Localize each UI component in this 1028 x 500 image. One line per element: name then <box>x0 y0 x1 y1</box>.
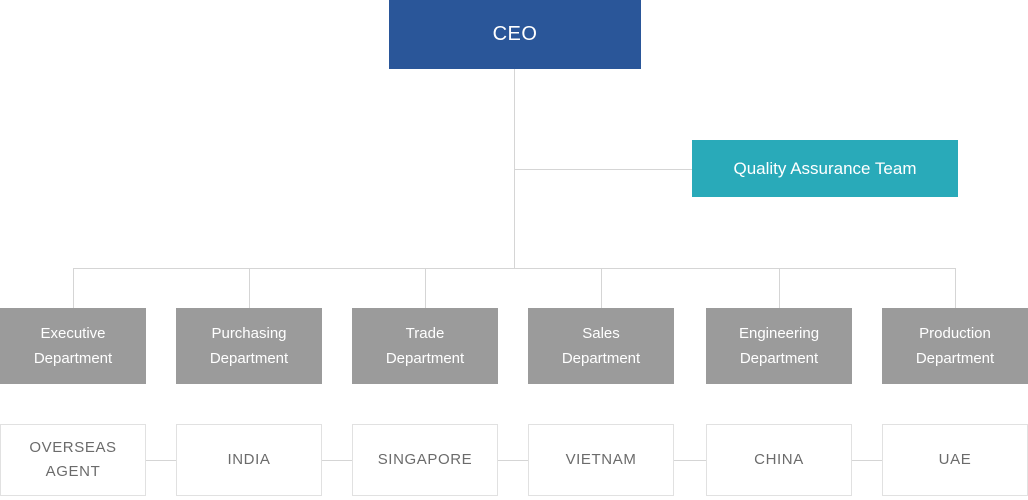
department-label: Executive Department <box>33 325 113 367</box>
region-label: INDIA <box>227 451 271 468</box>
connector-drop-executive <box>73 268 74 308</box>
connector-region-link <box>322 460 352 461</box>
region-box-singapore: SINGAPORE <box>352 424 498 496</box>
ceo-label: CEO <box>492 23 538 45</box>
region-box-china: CHINA <box>706 424 852 496</box>
qa-team-label: Quality Assurance Team <box>733 158 917 178</box>
connector-drop-purchasing <box>249 268 250 308</box>
department-box-executive: Executive Department <box>0 308 146 384</box>
region-label: VIETNAM <box>565 451 637 468</box>
department-box-engineering: Engineering Department <box>706 308 852 384</box>
connector-region-link <box>498 460 528 461</box>
connector-drop-trade <box>425 268 426 308</box>
region-box-uae: UAE <box>882 424 1028 496</box>
region-label: UAE <box>938 451 972 468</box>
connector-qa-branch <box>514 169 692 170</box>
department-label: Sales Department <box>561 325 641 367</box>
region-box-vietnam: VIETNAM <box>528 424 674 496</box>
connector-region-link <box>852 460 882 461</box>
region-label: SINGAPORE <box>377 451 473 468</box>
region-box-india: INDIA <box>176 424 322 496</box>
connector-region-link <box>674 460 706 461</box>
qa-team-box: Quality Assurance Team <box>692 140 958 197</box>
department-box-trade: Trade Department <box>352 308 498 384</box>
department-label: Purchasing Department <box>209 325 289 367</box>
region-label: CHINA <box>754 451 804 468</box>
department-box-sales: Sales Department <box>528 308 674 384</box>
region-label: OVERSEAS AGENT <box>29 439 117 480</box>
ceo-box: CEO <box>389 0 641 69</box>
department-label: Trade Department <box>385 325 465 367</box>
department-label: Production Department <box>915 325 995 367</box>
connector-drop-sales <box>601 268 602 308</box>
connector-region-link <box>146 460 176 461</box>
department-box-production: Production Department <box>882 308 1028 384</box>
department-label: Engineering Department <box>738 325 820 367</box>
connector-drop-engineering <box>779 268 780 308</box>
connector-drop-production <box>955 268 956 308</box>
region-box-overseas-agent: OVERSEAS AGENT <box>0 424 146 496</box>
connector-department-rail <box>73 268 955 269</box>
department-box-purchasing: Purchasing Department <box>176 308 322 384</box>
connector-ceo-stem <box>514 69 515 268</box>
